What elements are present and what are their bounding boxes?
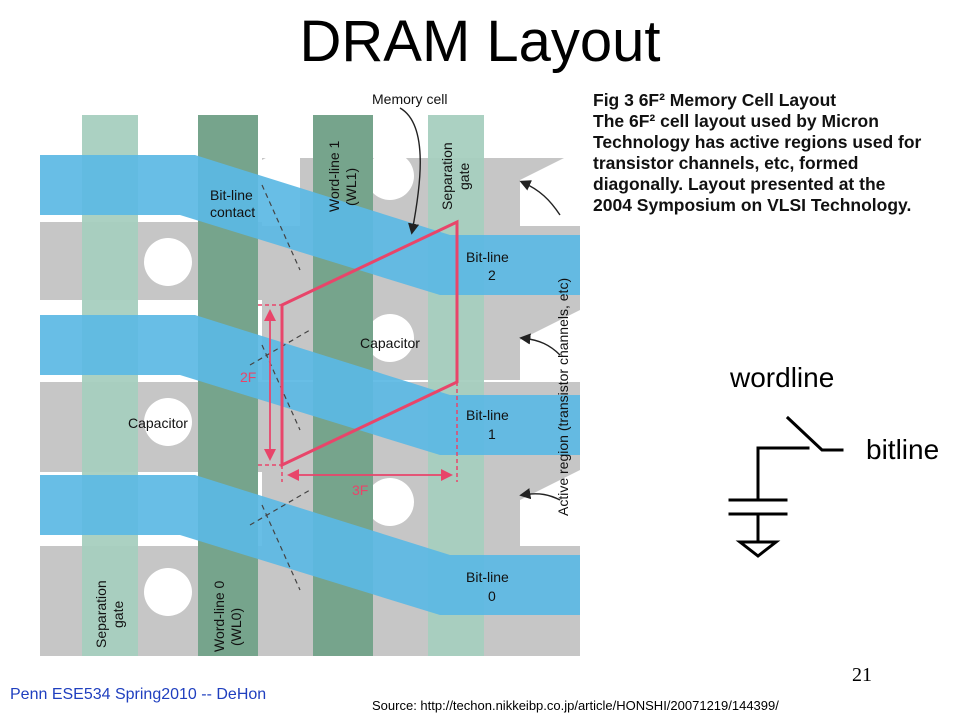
active-region-label: Active region (transistor channels, etc) <box>555 278 571 516</box>
bitline-label: bitline <box>866 434 940 465</box>
page-number: 21 <box>852 664 872 686</box>
separation-gate-top-label-2: gate <box>456 163 472 190</box>
wordline-label: wordline <box>730 362 835 393</box>
bitline-contact-label-2: contact <box>210 204 255 220</box>
figure-caption: Fig 3 6F² Memory Cell Layout The 6F² cel… <box>593 90 923 216</box>
contact-holes <box>144 152 414 616</box>
wordline1-label-1: Word-line 1 <box>326 140 342 212</box>
dim-3f-label: 3F <box>352 482 368 498</box>
footer-course: Penn ESE534 Spring2010 -- DeHon <box>10 686 267 703</box>
wordline1-label-2: (WL1) <box>343 168 359 206</box>
separation-gate-bottom-label-1: Separation <box>93 580 109 648</box>
bitline2-label-2: 2 <box>488 267 496 283</box>
bitline-contact-label-1: Bit-line <box>210 187 253 203</box>
pointer-arrows <box>399 107 561 501</box>
dimension-3f <box>281 382 458 482</box>
capacitor-left-label: Capacitor <box>128 415 188 431</box>
wordline0-label-2: (WL0) <box>228 608 244 646</box>
dram-cell-schematic <box>728 415 844 558</box>
dim-2f-label: 2F <box>240 369 256 385</box>
separation-gate-top-label-1: Separation <box>439 142 455 210</box>
separation-gate-bottom-label-2: gate <box>110 601 126 628</box>
dimension-2f <box>258 304 282 466</box>
capacitor-right-label: Capacitor <box>360 335 420 351</box>
bitline0-label-2: 0 <box>488 588 496 604</box>
figure-caption-title: Fig 3 6F² Memory Cell Layout <box>593 90 837 110</box>
wordline0-label-1: Word-line 0 <box>211 580 227 652</box>
bitline1-label-2: 1 <box>488 426 496 442</box>
figure-caption-body: The 6F² cell layout used by Micron Techn… <box>593 111 922 215</box>
footer-source: Source: http://techon.nikkeibp.co.jp/art… <box>372 698 779 713</box>
bitline2-label-1: Bit-line <box>466 249 509 265</box>
slide-title: DRAM Layout <box>299 9 661 74</box>
bitline1-label-1: Bit-line <box>466 407 509 423</box>
memory-cell-label: Memory cell <box>372 91 447 107</box>
bit-lines <box>40 155 580 615</box>
bitline0-label-1: Bit-line <box>466 569 509 585</box>
